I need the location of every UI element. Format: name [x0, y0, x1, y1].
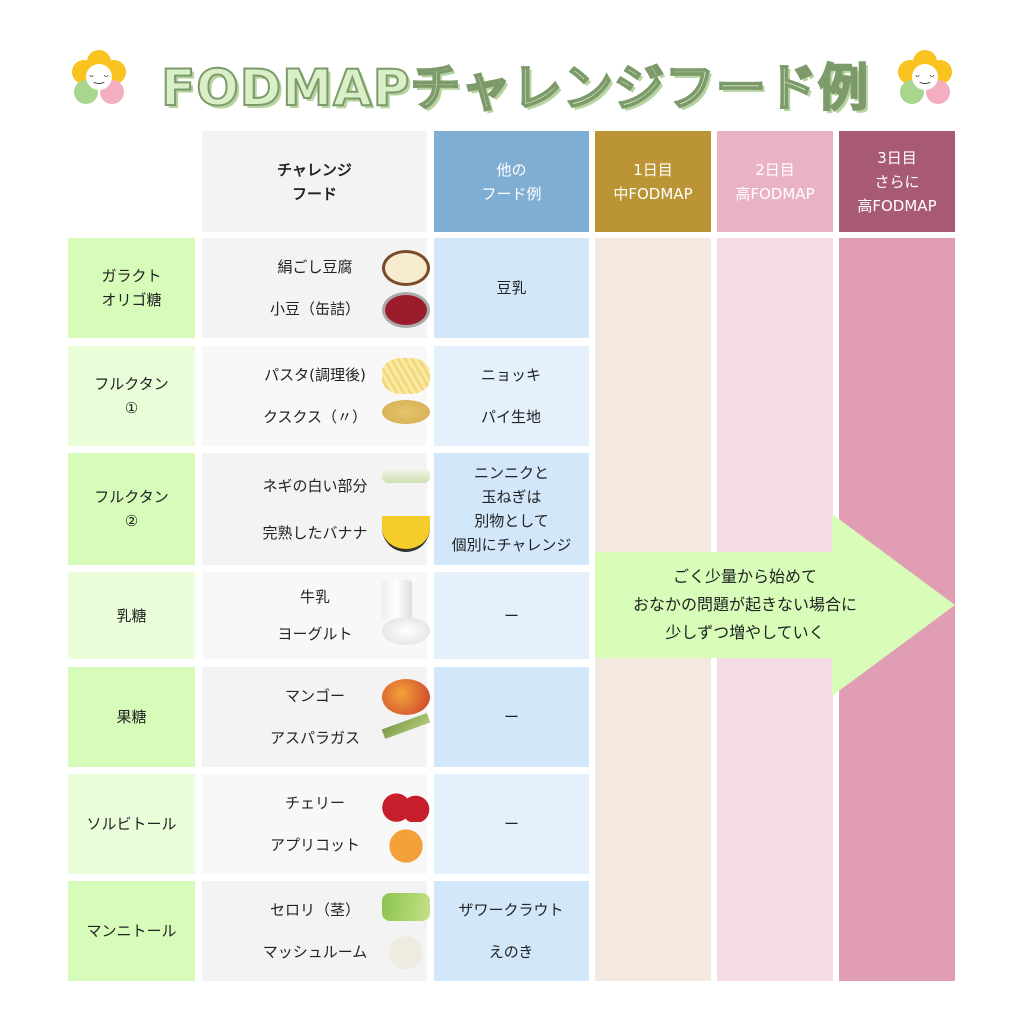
challenge-food-item: アプリコット: [269, 836, 360, 854]
other-food-item: ー: [503, 815, 519, 833]
food-image: [382, 679, 430, 715]
other-food-item: ー: [503, 606, 519, 625]
food-image: [382, 468, 430, 483]
food-image: [382, 580, 412, 621]
challenge-food-item: 牛乳: [299, 588, 330, 607]
challenge-food-item: ヨーグルト: [277, 624, 353, 643]
other-food-cell: [434, 774, 589, 874]
group-label: 乳糖: [68, 572, 195, 659]
food-image: [382, 786, 430, 822]
header-other: 他の フード例: [434, 131, 589, 232]
other-food-cell: [434, 238, 589, 338]
other-food-item: ニョッキ: [480, 366, 541, 384]
other-food-item: ー: [503, 708, 519, 726]
other-food-item: ザワークラウト: [458, 901, 564, 919]
header-day3: 3日目 さらに 高FODMAP: [839, 131, 955, 232]
header-day2: 2日目 高FODMAP: [717, 131, 833, 232]
challenge-food-item: 完熟したバナナ: [262, 523, 368, 542]
food-image: [382, 250, 430, 286]
food-image: [382, 616, 430, 645]
challenge-food-item: チェリー: [284, 794, 345, 812]
challenge-food-item: マンゴー: [284, 687, 345, 705]
group-label: ソルビトール: [68, 774, 195, 874]
food-image: [382, 828, 430, 864]
group-label: マンニトール: [68, 881, 195, 981]
challenge-food-item: セロリ（茎）: [269, 901, 360, 919]
other-food-cell: [434, 572, 589, 659]
other-food-cell: [434, 346, 589, 446]
challenge-food-item: パスタ(調理後): [264, 366, 366, 384]
header-challenge: チャレンジ フード: [202, 131, 427, 232]
food-image: [382, 935, 430, 971]
page-title: FODMAPチャレンジフード例: [160, 58, 869, 118]
food-image: [382, 358, 430, 394]
flower-mascot-left-icon: ᵕ‿ᵕ: [72, 50, 126, 104]
other-food-cell: [434, 881, 589, 981]
other-food-cell: [434, 667, 589, 767]
group-label: フルクタン ②: [68, 453, 195, 565]
challenge-food-item: マッシュルーム: [262, 943, 368, 961]
other-food-item: ニンニクと 玉ねぎは 別物として 個別にチャレンジ: [451, 464, 572, 554]
header-day1: 1日目 中FODMAP: [595, 131, 711, 232]
group-label: フルクタン ①: [68, 346, 195, 446]
flower-mascot-right-icon: ᵕ‿ᵕ: [898, 50, 952, 104]
group-label: ガラクト オリゴ糖: [68, 238, 195, 338]
challenge-food-item: クスクス（〃）: [262, 408, 368, 426]
challenge-food-item: 小豆（缶詰）: [269, 300, 360, 318]
other-food-cell: [434, 453, 589, 565]
other-food-item: パイ生地: [480, 408, 541, 426]
food-image: [382, 893, 430, 921]
group-label: 果糖: [68, 667, 195, 767]
challenge-food-item: アスパラガス: [269, 729, 360, 747]
challenge-food-item: 絹ごし豆腐: [277, 258, 353, 276]
food-image: [382, 292, 430, 328]
progression-arrow: [595, 514, 955, 696]
food-image: [382, 400, 430, 424]
other-food-item: えのき: [488, 943, 534, 961]
arrow-text: ごく少量から始めて おなかの問題が起きない場合に 少しずつ増やしていく: [632, 567, 857, 642]
food-image: [382, 515, 430, 552]
challenge-food-item: ネギの白い部分: [262, 476, 368, 495]
other-food-item: 豆乳: [496, 279, 527, 297]
